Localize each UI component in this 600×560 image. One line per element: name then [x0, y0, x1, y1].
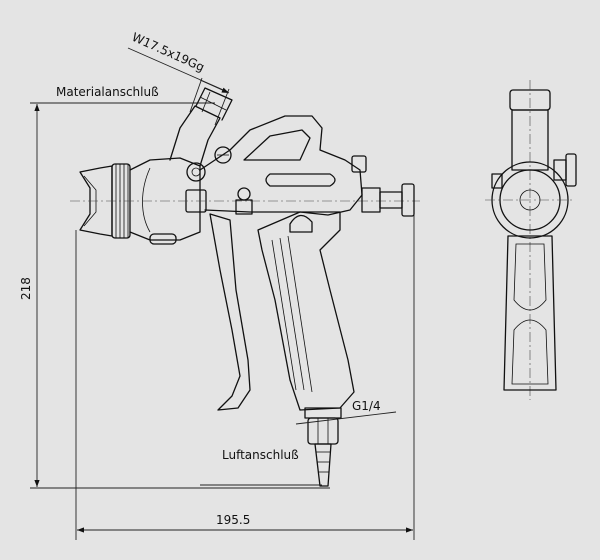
gun-front-view	[485, 80, 577, 400]
air-connection-label: Luftanschluß	[222, 448, 299, 462]
thread-dimension	[127, 47, 230, 126]
material-connection-label: Materialanschluß	[56, 85, 159, 99]
air-thread-label: G1/4	[352, 399, 381, 413]
height-dimension	[30, 102, 330, 489]
gun-side-view	[70, 87, 420, 487]
length-label: 195.5	[216, 513, 250, 527]
height-label: 218	[19, 277, 33, 300]
length-dimension	[75, 195, 415, 540]
thread-label: W17.5x19Gg	[130, 30, 207, 74]
